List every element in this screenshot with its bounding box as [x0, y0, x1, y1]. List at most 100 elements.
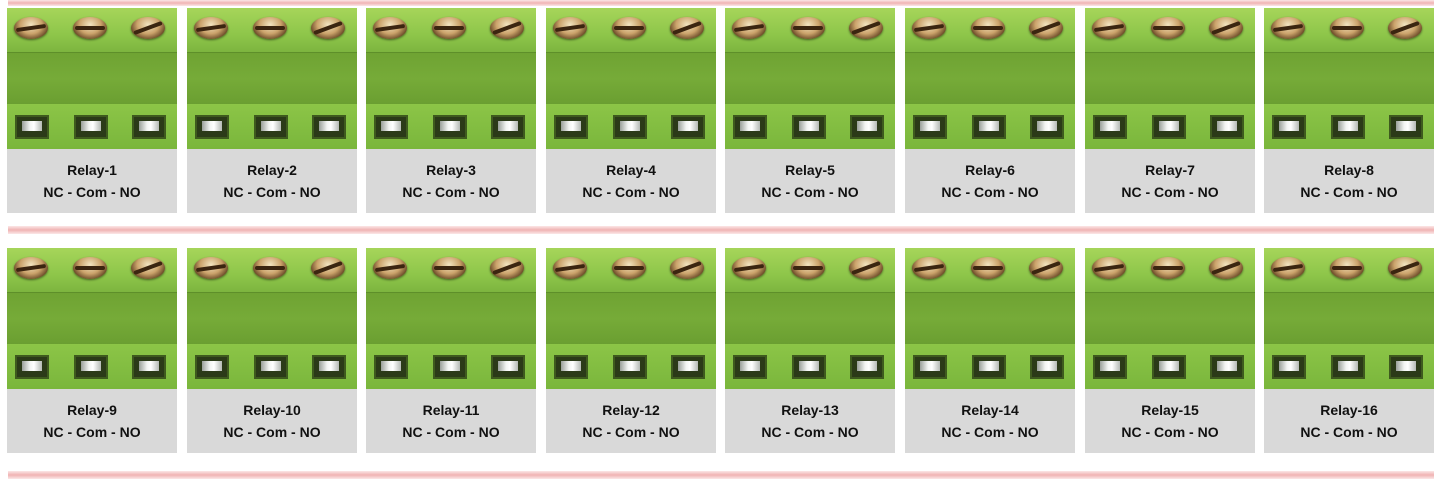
- wire-slot-icon: [913, 115, 947, 139]
- screw-icon: [73, 17, 107, 39]
- screw-icon: [14, 17, 48, 39]
- wire-slot-icon: [733, 115, 767, 139]
- terminal-block-image: [1264, 8, 1434, 149]
- divider-bottom: [8, 471, 1434, 479]
- terminal-block-image: [7, 248, 177, 389]
- screw-icon: [131, 257, 165, 279]
- wire-slot-icon: [1210, 115, 1244, 139]
- terminal-block-image: [7, 8, 177, 149]
- wire-slot-icon: [132, 115, 166, 139]
- relay-name: Relay-11: [422, 402, 480, 418]
- relay-pins: NC - Com - NO: [582, 424, 680, 440]
- relay-name: Relay-9: [67, 402, 117, 418]
- screw-icon: [1151, 17, 1185, 39]
- wire-slot-icon: [1030, 355, 1064, 379]
- terminal-block-image: [725, 248, 895, 389]
- divider-top: [8, 0, 1434, 6]
- wire-slot-icon: [374, 355, 408, 379]
- relay-pins: NC - Com - NO: [761, 424, 859, 440]
- screw-icon: [791, 257, 825, 279]
- wire-slot-icon: [1093, 115, 1127, 139]
- screw-icon: [1092, 17, 1126, 39]
- relay-pins: NC - Com - NO: [582, 184, 680, 200]
- screw-icon: [553, 257, 587, 279]
- screw-icon: [849, 17, 883, 39]
- screw-icon: [1271, 17, 1305, 39]
- screw-icon: [612, 257, 646, 279]
- relay-label: Relay-9 NC - Com - NO: [7, 389, 177, 453]
- relay-terminal: Relay-2 NC - Com - NO: [187, 8, 357, 213]
- wire-slot-icon: [1152, 355, 1186, 379]
- screw-icon: [490, 257, 524, 279]
- relay-name: Relay-15: [1141, 402, 1199, 418]
- relay-label: Relay-15 NC - Com - NO: [1085, 389, 1255, 453]
- screw-icon: [311, 17, 345, 39]
- wire-slot-icon: [554, 355, 588, 379]
- wire-slot-icon: [1152, 115, 1186, 139]
- wire-slot-icon: [15, 355, 49, 379]
- wire-slot-icon: [733, 355, 767, 379]
- screw-icon: [612, 17, 646, 39]
- relay-label: Relay-8 NC - Com - NO: [1264, 149, 1434, 213]
- relay-terminal: Relay-16 NC - Com - NO: [1264, 248, 1434, 453]
- screw-icon: [1388, 257, 1422, 279]
- relay-name: Relay-1: [67, 162, 117, 178]
- relay-name: Relay-6: [965, 162, 1015, 178]
- wire-slot-icon: [491, 115, 525, 139]
- screw-icon: [1271, 257, 1305, 279]
- relay-pins: NC - Com - NO: [1300, 184, 1398, 200]
- screw-icon: [373, 257, 407, 279]
- relay-name: Relay-10: [243, 402, 301, 418]
- relay-pins: NC - Com - NO: [1300, 424, 1398, 440]
- terminal-block-image: [1085, 248, 1255, 389]
- relay-label: Relay-12 NC - Com - NO: [546, 389, 716, 453]
- wire-slot-icon: [1331, 115, 1365, 139]
- screw-icon: [553, 17, 587, 39]
- wire-slot-icon: [1389, 355, 1423, 379]
- terminal-block-image: [546, 248, 716, 389]
- relay-label: Relay-1 NC - Com - NO: [7, 149, 177, 213]
- terminal-block-image: [187, 248, 357, 389]
- relay-name: Relay-8: [1324, 162, 1374, 178]
- relay-terminal: Relay-8 NC - Com - NO: [1264, 8, 1434, 213]
- screw-icon: [1151, 257, 1185, 279]
- screw-icon: [432, 17, 466, 39]
- screw-icon: [490, 17, 524, 39]
- relay-label: Relay-2 NC - Com - NO: [187, 149, 357, 213]
- relay-pins: NC - Com - NO: [402, 184, 500, 200]
- relay-terminal: Relay-3 NC - Com - NO: [366, 8, 536, 213]
- relay-terminal: Relay-7 NC - Com - NO: [1085, 8, 1255, 213]
- relay-name: Relay-4: [606, 162, 656, 178]
- wire-slot-icon: [491, 355, 525, 379]
- relay-pins: NC - Com - NO: [43, 184, 141, 200]
- relay-label: Relay-6 NC - Com - NO: [905, 149, 1075, 213]
- screw-icon: [1209, 17, 1243, 39]
- wire-slot-icon: [972, 355, 1006, 379]
- relay-pins: NC - Com - NO: [941, 184, 1039, 200]
- wire-slot-icon: [613, 355, 647, 379]
- wire-slot-icon: [312, 115, 346, 139]
- wire-slot-icon: [254, 115, 288, 139]
- screw-icon: [849, 257, 883, 279]
- wire-slot-icon: [972, 115, 1006, 139]
- screw-icon: [791, 17, 825, 39]
- wire-slot-icon: [792, 115, 826, 139]
- wire-slot-icon: [195, 115, 229, 139]
- relay-pins: NC - Com - NO: [1121, 424, 1219, 440]
- wire-slot-icon: [613, 115, 647, 139]
- screw-icon: [732, 17, 766, 39]
- relay-terminal: Relay-12 NC - Com - NO: [546, 248, 716, 453]
- wire-slot-icon: [554, 115, 588, 139]
- terminal-block-image: [1264, 248, 1434, 389]
- divider-middle: [8, 226, 1434, 234]
- screw-icon: [73, 257, 107, 279]
- screw-icon: [194, 257, 228, 279]
- terminal-block-image: [546, 8, 716, 149]
- wire-slot-icon: [132, 355, 166, 379]
- screw-icon: [1029, 17, 1063, 39]
- relay-terminal: Relay-15 NC - Com - NO: [1085, 248, 1255, 453]
- terminal-block-image: [905, 8, 1075, 149]
- wire-slot-icon: [1272, 115, 1306, 139]
- relay-label: Relay-3 NC - Com - NO: [366, 149, 536, 213]
- terminal-block-image: [725, 8, 895, 149]
